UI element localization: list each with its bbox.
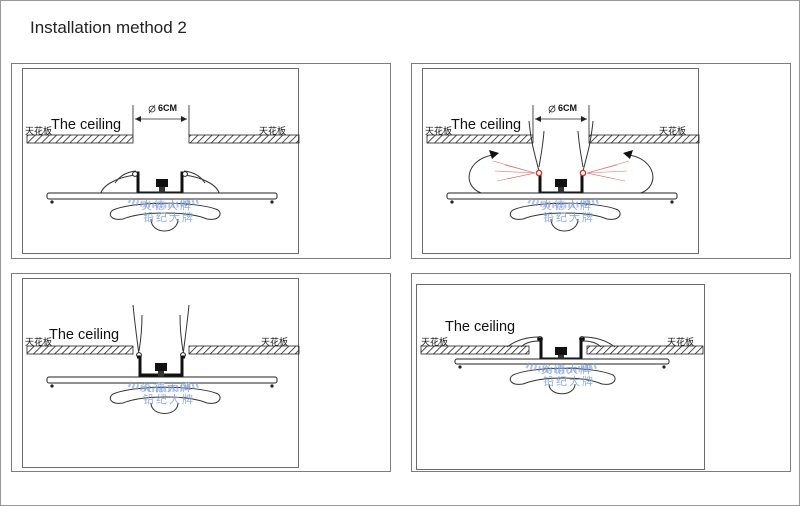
ceiling-cn-label-left: 天花板: [25, 338, 53, 348]
spring-clip-left: [100, 174, 137, 194]
panel-step-4: The ceiling 天花板 天花板 炎德大牌 铅纪大牌: [411, 273, 791, 472]
ceiling-slab-left: [426, 134, 534, 144]
step-2-illustration: [426, 104, 700, 232]
ceiling-cn-label-left: 天花板: [421, 338, 449, 348]
ceiling-cn-label-right: 天花板: [259, 127, 287, 137]
ceiling-slab-right: [188, 345, 300, 355]
rotate-arrow-right: [628, 154, 654, 194]
step-3-illustration: [26, 304, 300, 414]
ceiling-slab-right: [188, 134, 300, 144]
panel-step-2: The ceiling 天花板 天花板 6CM 炎德大牌 铅纪大牌: [411, 63, 791, 259]
panel-step-2-frame: The ceiling 天花板 天花板 6CM 炎德大牌 铅纪大牌: [422, 68, 700, 254]
page-title: Installation method 2: [30, 18, 187, 37]
light-plate: [446, 192, 678, 200]
hole-diameter-label: 6CM: [558, 103, 578, 113]
lamp-shade: [509, 367, 616, 385]
ceiling-cn-label-right: 天花板: [659, 127, 687, 137]
ceiling-cn-label-left: 天花板: [25, 127, 53, 137]
ceiling-label: The ceiling: [49, 327, 120, 343]
watermark-line-2: 铅纪大牌: [143, 393, 195, 406]
light-plate: [46, 376, 278, 384]
spring-clip-right: [183, 174, 220, 194]
red-rays-right: [586, 160, 630, 182]
panel-step-3-frame: The ceiling 天花板 天花板 炎德大牌 铅纪大牌: [22, 278, 300, 468]
rotate-arrow-left: [468, 154, 494, 194]
watermark-line-2: 铅纪大牌: [143, 211, 195, 224]
ceiling-slab-right: [588, 134, 700, 144]
spring-clip-left: [132, 304, 140, 356]
ceiling-cn-label-left: 天花板: [425, 127, 453, 137]
ceiling-slab-left: [26, 134, 134, 144]
ceiling-label: The ceiling: [451, 117, 522, 133]
spring-clip-right: [182, 304, 190, 356]
red-rays-left: [492, 160, 536, 182]
ceiling-label: The ceiling: [445, 319, 516, 335]
spring-clip-right: [582, 336, 616, 348]
ceiling-slab-left: [26, 345, 134, 355]
spring-clip-left: [528, 120, 540, 172]
panel-step-1-frame: The ceiling 天花板 天花板 6CM 炎德大牌 铅纪大牌: [22, 68, 300, 254]
watermark-line-2: 铅纪大牌: [543, 375, 595, 388]
watermark-line-1: 炎德大牌: [541, 363, 593, 376]
ceiling-cn-label-right: 天花板: [261, 338, 289, 348]
watermark-line-1: 炎德大牌: [541, 199, 593, 212]
panel-step-1: The ceiling 天花板 天花板 6CM 炎德大牌 铅纪大牌: [11, 63, 391, 259]
spring-clip-right: [582, 120, 594, 172]
ceiling-label: The ceiling: [51, 117, 122, 133]
hole-diameter-label: 6CM: [158, 103, 178, 113]
panel-step-4-frame: The ceiling 天花板 天花板 炎德大牌 铅纪大牌: [416, 284, 705, 470]
light-plate: [46, 192, 278, 200]
watermark-line-1: 炎德大牌: [141, 381, 193, 394]
watermark-line-2: 铅纪大牌: [543, 211, 595, 224]
step-4-illustration: [420, 336, 704, 395]
ceiling-slab-left: [420, 345, 530, 355]
light-plate: [454, 358, 670, 365]
step-1-illustration: [26, 104, 300, 232]
spring-clip-left: [506, 336, 540, 348]
watermark-line-1: 炎德大牌: [141, 199, 193, 212]
ceiling-slab-right: [586, 345, 704, 355]
panel-step-3: The ceiling 天花板 天花板 炎德大牌 铅纪大牌: [11, 273, 391, 472]
ceiling-cn-label-right: 天花板: [667, 338, 695, 348]
